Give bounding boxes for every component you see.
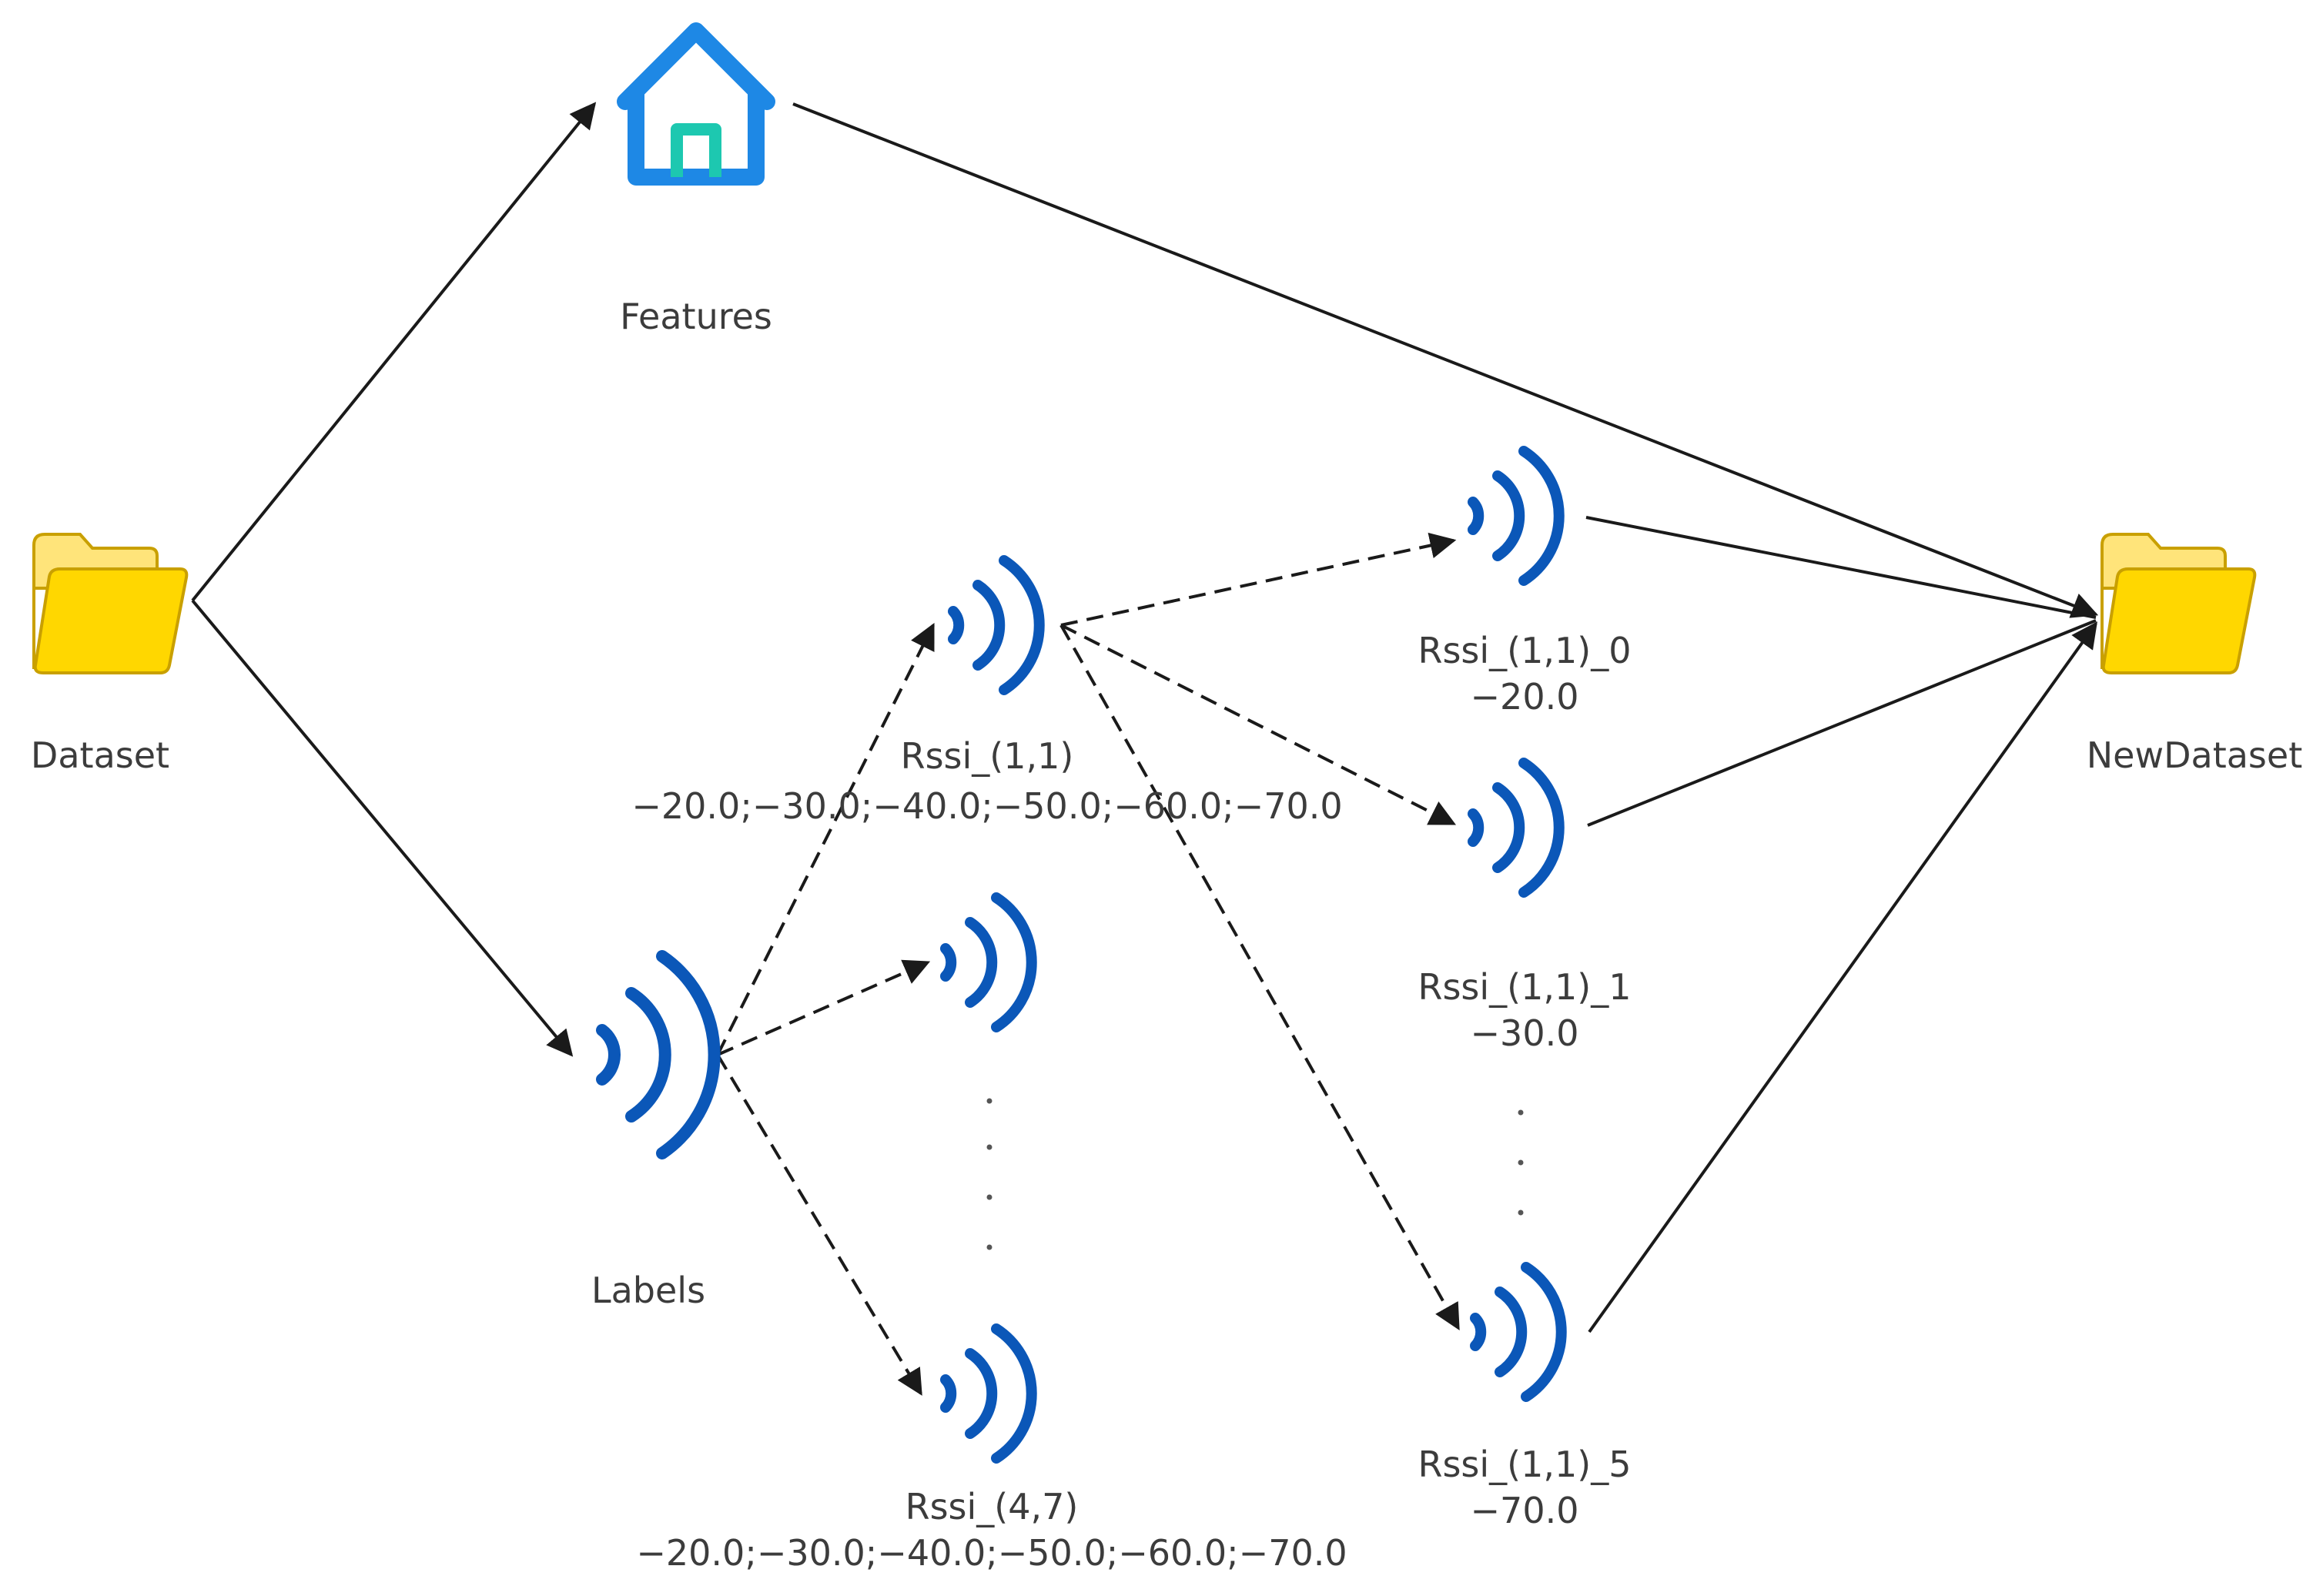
rssi-1-1-5-label: Rssi_(1,1)_5 [1418,1444,1632,1485]
wifi-signal-icon [1473,763,1559,892]
labels-label: Labels [591,1270,706,1311]
rssi-1-1-0-label: Rssi_(1,1)_0 [1418,630,1632,671]
ellipsis-dots [986,1098,1524,1250]
rssi-1-1-5-value: −70.0 [1470,1490,1579,1531]
edge-rssi11-to-rssi0 [1060,532,1457,627]
solid-edges [191,102,2099,1333]
edge-labels-to-rssi-mid [717,959,931,1056]
folder-icon [32,533,189,674]
rssi-1-1-1-value: −30.0 [1470,1012,1579,1054]
wifi-signal-icon [1475,1267,1562,1397]
wifi-signal-icon [946,898,1032,1027]
rssi-1-1-1-label: Rssi_(1,1)_1 [1418,966,1632,1008]
edge-features-to-newdataset [792,102,2099,618]
rssi-4-7-label: Rssi_(4,7) [905,1486,1079,1527]
newdataset-label: NewDataset [2086,734,2303,776]
edge-rssi11-to-rssi1 [1060,624,1457,825]
wifi-signal-icon [953,560,1039,690]
edge-rssi0-to-newdataset [1585,516,2097,619]
wifi-signal-icon [946,1329,1032,1458]
rssi-4-7-values: −20.0;−30.0;−40.0;−50.0;−60.0;−70.0 [636,1532,1347,1574]
edge-labels-to-rssi11 [716,622,935,1056]
rssi-1-1-0-value: −20.0 [1470,676,1579,718]
features-label: Features [620,296,772,337]
dashed-edges [716,532,1460,1396]
folder-icon [2100,533,2257,674]
edge-rssi5-to-newdataset [1588,621,2097,1333]
dataset-label: Dataset [30,734,170,776]
edge-dataset-to-features [191,102,597,602]
rssi-1-1-label: Rssi_(1,1) [900,735,1074,777]
edge-labels-to-rssi47 [716,1053,922,1396]
edge-rssi1-to-newdataset [1587,619,2097,827]
wifi-signal-icon [1473,451,1559,581]
rssi-1-1-values: −20.0;−30.0;−40.0;−50.0;−60.0;−70.0 [631,785,1343,827]
edge-dataset-to-labels [191,599,574,1057]
edge-rssi11-to-rssi5 [1059,624,1460,1330]
wifi-signal-icon [602,956,715,1153]
home-icon [617,22,775,186]
